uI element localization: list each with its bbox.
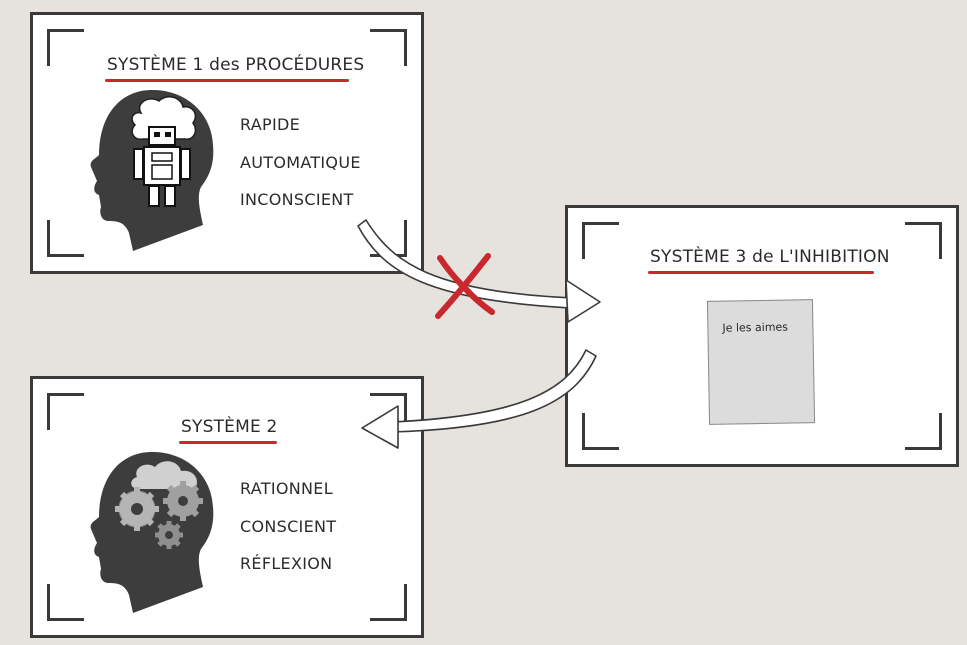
- robot-in-head-icon: [90, 90, 214, 252]
- note-card: Je les aimes: [706, 299, 816, 425]
- frame-corner-bottom-right: [370, 584, 407, 621]
- frame-corner-top-right: [370, 393, 407, 430]
- system2-title: SYSTÈME 2: [181, 417, 278, 437]
- frame-corner-top-left: [47, 29, 84, 66]
- system1-title-underline: [105, 79, 349, 82]
- system1-keyword-3: INCONSCIENT: [240, 190, 354, 209]
- system1-title: SYSTÈME 1 des PROCÉDURES: [107, 55, 365, 75]
- note-text: Je les aimes: [722, 320, 789, 335]
- system2-card: SYSTÈME 2: [30, 376, 424, 638]
- frame-corner-bottom-left: [582, 413, 619, 450]
- frame-corner-bottom-right: [905, 413, 942, 450]
- frame-corner-bottom-left: [47, 584, 84, 621]
- system2-title-underline: [179, 441, 277, 444]
- frame-corner-bottom-right: [370, 220, 407, 257]
- system1-keyword-1: RAPIDE: [240, 115, 301, 134]
- frame-corner-top-left: [47, 393, 84, 430]
- frame-corner-top-right: [370, 29, 407, 66]
- system1-card: SYSTÈME 1 des PROCÉDURES RAPIDE AUTOMATI…: [30, 12, 424, 274]
- gears-in-head-icon: [90, 452, 214, 613]
- system3-card: SYSTÈME 3 de L'INHIBITION Je les aimes: [565, 205, 959, 467]
- system2-keyword-1: RATIONNEL: [240, 479, 333, 498]
- system1-keyword-2: AUTOMATIQUE: [240, 153, 361, 172]
- frame-corner-top-left: [582, 222, 619, 259]
- system2-keyword-2: CONSCIENT: [240, 517, 337, 536]
- red-cross-icon: [435, 253, 495, 319]
- system3-title-underline: [648, 271, 874, 274]
- system2-keyword-3: RÉFLEXION: [240, 554, 333, 573]
- system3-title: SYSTÈME 3 de L'INHIBITION: [650, 247, 890, 267]
- frame-corner-bottom-left: [47, 220, 84, 257]
- frame-corner-top-right: [905, 222, 942, 259]
